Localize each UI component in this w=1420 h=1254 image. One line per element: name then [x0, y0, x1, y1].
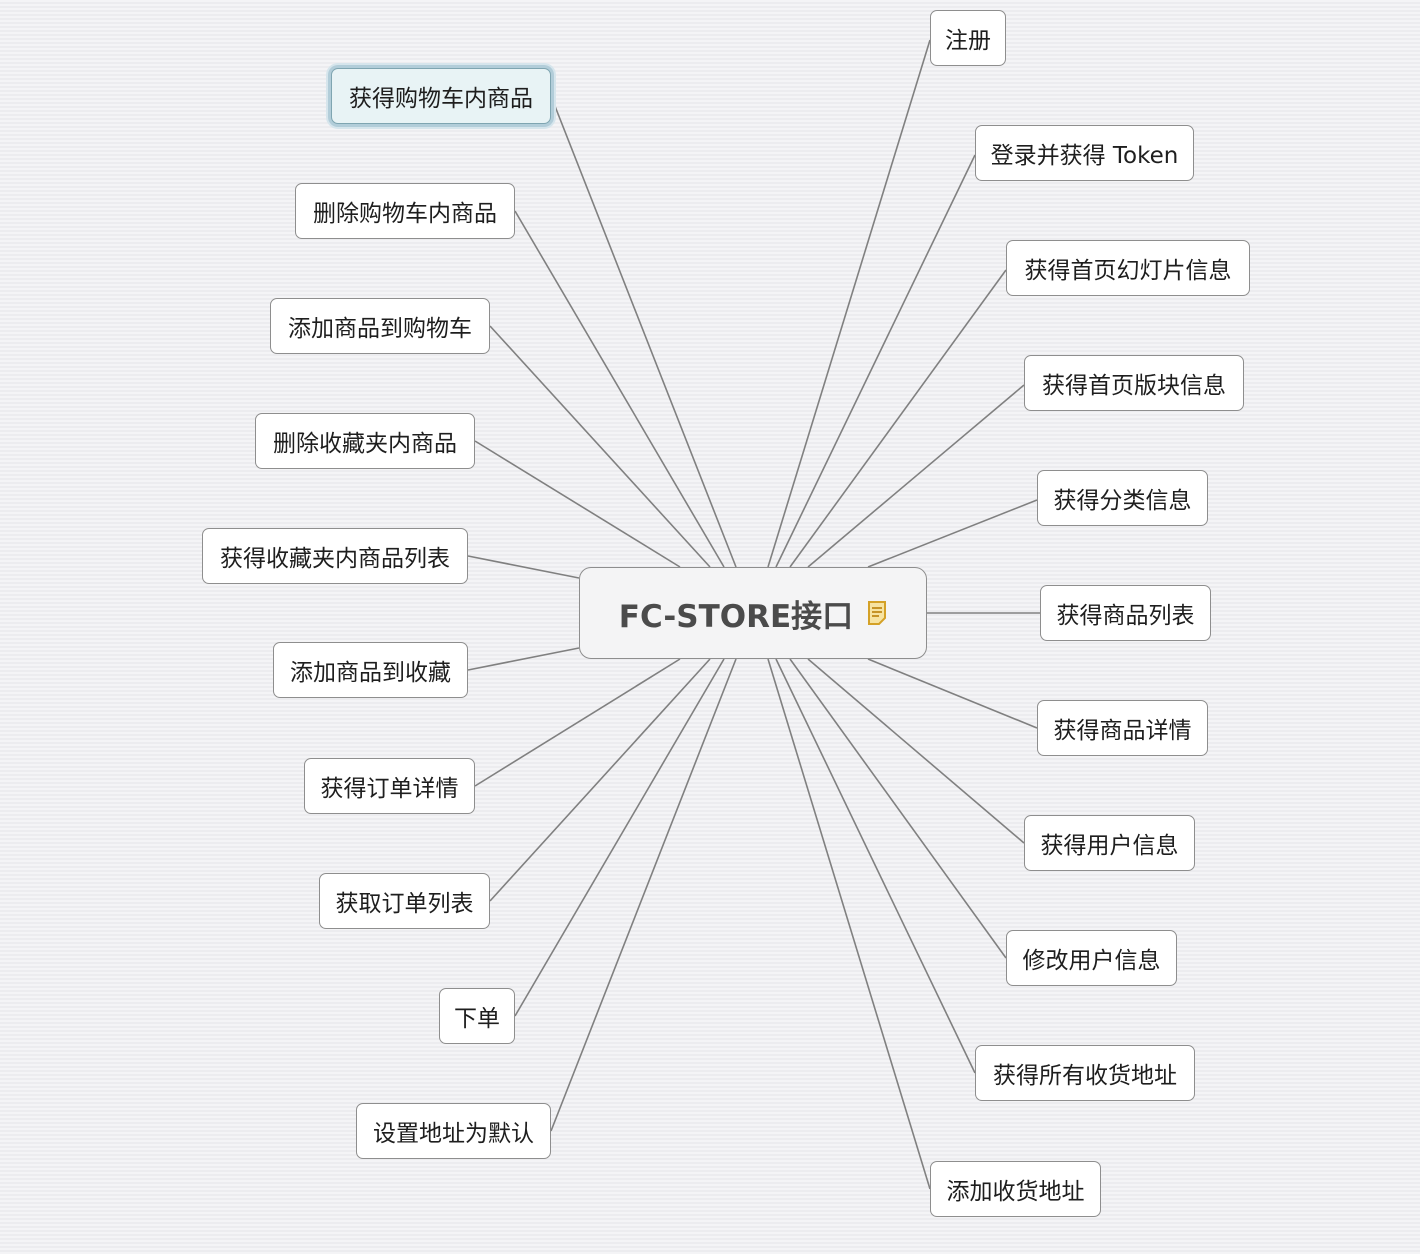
- topic-get-home-slides[interactable]: 获得首页幻灯片信息: [1006, 240, 1250, 296]
- topic-get-order-detail[interactable]: 获得订单详情: [304, 758, 475, 814]
- connector-line: [550, 658, 737, 1132]
- topic-get-home-sections[interactable]: 获得首页版块信息: [1024, 355, 1244, 411]
- connector-line: [789, 269, 1007, 568]
- topic-delete-cart-items[interactable]: 删除购物车内商品: [295, 183, 515, 239]
- topic-set-default-address[interactable]: 设置地址为默认: [356, 1103, 551, 1159]
- connector-line: [767, 658, 931, 1190]
- connector-line: [789, 658, 1007, 959]
- connector-line: [474, 440, 681, 568]
- topic-get-order-list[interactable]: 获取订单列表: [319, 873, 490, 929]
- connector-line: [489, 325, 711, 568]
- topic-get-all-addresses[interactable]: 获得所有收货地址: [975, 1045, 1195, 1101]
- topic-place-order[interactable]: 下单: [439, 988, 515, 1044]
- topic-delete-favorite-items[interactable]: 删除收藏夹内商品: [255, 413, 475, 469]
- connector-line: [775, 658, 976, 1074]
- connector-line: [514, 658, 725, 1017]
- connector-line: [474, 658, 681, 787]
- connector-line: [807, 658, 1025, 844]
- topic-label: 获得商品详情: [1053, 718, 1192, 744]
- topic-login-get-token[interactable]: 登录并获得 Token: [975, 125, 1194, 181]
- topic-update-user-info[interactable]: 修改用户信息: [1006, 930, 1177, 986]
- topic-label: 获得分类信息: [1053, 488, 1192, 514]
- topic-label: 添加收货地址: [946, 1179, 1085, 1205]
- connector-line: [775, 154, 976, 568]
- central-topic[interactable]: FC-STORE接口: [579, 567, 927, 659]
- topic-label: 获取订单列表: [335, 891, 474, 917]
- topic-label: 添加商品到收藏: [290, 660, 451, 686]
- topic-register[interactable]: 注册: [930, 10, 1006, 66]
- topic-get-user-info[interactable]: 获得用户信息: [1024, 815, 1195, 871]
- connector-line: [807, 384, 1025, 568]
- topic-label: 注册: [945, 28, 991, 54]
- topic-get-categories[interactable]: 获得分类信息: [1037, 470, 1208, 526]
- note-icon[interactable]: [867, 600, 887, 626]
- topic-label: 获得收藏夹内商品列表: [220, 546, 450, 572]
- topic-label: 删除收藏夹内商品: [273, 431, 457, 457]
- connector-line: [867, 499, 1038, 568]
- topic-get-favorite-list[interactable]: 获得收藏夹内商品列表: [202, 528, 468, 584]
- topic-get-product-detail[interactable]: 获得商品详情: [1037, 700, 1208, 756]
- topic-label: 修改用户信息: [1022, 948, 1161, 974]
- topic-label: 获得首页幻灯片信息: [1024, 258, 1232, 284]
- topic-label: 下单: [454, 1006, 500, 1032]
- connector-line: [867, 658, 1038, 729]
- topic-label: 添加商品到购物车: [288, 316, 472, 342]
- topic-add-address[interactable]: 添加收货地址: [930, 1161, 1101, 1217]
- topic-get-product-list[interactable]: 获得商品列表: [1040, 585, 1211, 641]
- topic-label: 获得购物车内商品: [349, 86, 533, 112]
- topic-label: 获得用户信息: [1040, 833, 1179, 859]
- topic-label: 设置地址为默认: [373, 1121, 534, 1147]
- topic-label: 获得商品列表: [1056, 603, 1195, 629]
- connector-line: [467, 647, 580, 671]
- topic-label: 获得所有收货地址: [993, 1063, 1177, 1089]
- topic-label: 登录并获得 Token: [990, 143, 1179, 169]
- connector-line: [550, 95, 737, 568]
- topic-get-cart-items[interactable]: 获得购物车内商品: [331, 68, 551, 124]
- central-topic-label: FC-STORE接口: [618, 598, 854, 635]
- topic-label: 删除购物车内商品: [313, 201, 497, 227]
- topic-add-to-favorites[interactable]: 添加商品到收藏: [273, 642, 468, 698]
- topic-label: 获得首页版块信息: [1042, 373, 1226, 399]
- connector-line: [514, 210, 725, 568]
- connector-line: [767, 39, 931, 568]
- topic-add-to-cart[interactable]: 添加商品到购物车: [270, 298, 490, 354]
- connector-line: [467, 555, 580, 579]
- topic-label: 获得订单详情: [320, 776, 459, 802]
- connector-line: [489, 658, 711, 902]
